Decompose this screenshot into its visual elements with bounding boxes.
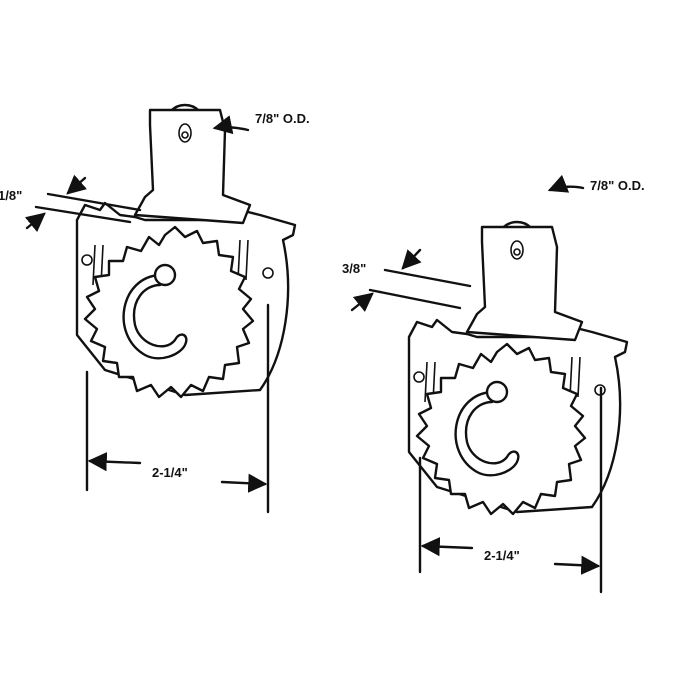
right-thickness-arrow-top	[401, 248, 422, 270]
left-wheel-leader	[212, 115, 250, 135]
right-thickness-line-bottom	[368, 288, 462, 310]
left-thickness-line-bottom	[34, 205, 132, 224]
left-width-arrow-left	[87, 452, 142, 472]
left-roller-bracket: 7/8" O.D. 1/8" 2-1/4"	[0, 103, 310, 514]
right-width-label: 2-1/4"	[484, 548, 520, 563]
left-width-arrow-right	[220, 473, 268, 493]
left-width-label: 2-1/4"	[152, 465, 188, 480]
right-thickness-line-top	[383, 268, 472, 288]
right-width-arrow-right	[553, 555, 601, 575]
right-width-arrow-left	[420, 537, 474, 557]
right-wheel-label: 7/8" O.D.	[590, 178, 645, 193]
right-roller-bracket: 7/8" O.D. 3/8" 2-1/4"	[342, 174, 645, 594]
left-thickness-arrow-top	[66, 174, 87, 195]
right-thickness-label: 3/8"	[342, 261, 366, 276]
left-thickness-line-top	[46, 192, 142, 212]
right-thickness-arrow-bottom	[350, 292, 374, 312]
left-wheel-label: 7/8" O.D.	[255, 111, 310, 126]
left-thickness-label: 1/8"	[0, 188, 22, 203]
right-wheel-leader	[547, 174, 585, 193]
left-thickness-arrow-bottom	[24, 212, 46, 233]
